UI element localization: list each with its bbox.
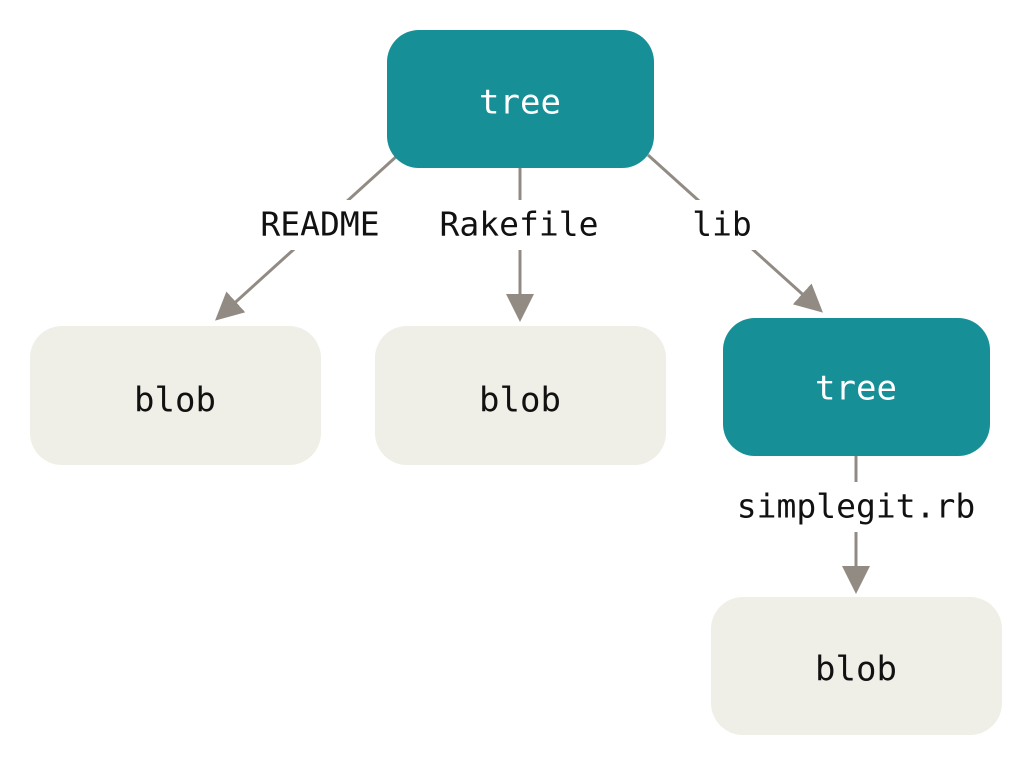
edge-label-lib: lib: [692, 205, 752, 244]
node-lib-tree: tree: [723, 318, 990, 456]
edge-labels: README Rakefile lib simplegit.rb: [260, 205, 975, 526]
edge-label-readme: README: [260, 205, 379, 244]
edge-label-simplegit: simplegit.rb: [737, 487, 975, 526]
edge-label-backgrounds: [252, 200, 992, 532]
node-label-root-tree: tree: [479, 83, 561, 123]
node-readme-blob: blob: [30, 326, 321, 465]
node-root-tree: tree: [387, 30, 654, 168]
node-rakefile-blob: blob: [375, 326, 666, 465]
node-label-rakefile-blob: blob: [479, 381, 561, 421]
node-label-readme-blob: blob: [134, 381, 216, 421]
nodes: tree blob blob tree blob: [30, 30, 1002, 735]
node-label-lib-tree: tree: [815, 369, 897, 409]
edge-label-rakefile: Rakefile: [440, 205, 599, 244]
node-label-simplegit-blob: blob: [815, 650, 897, 690]
node-simplegit-blob: blob: [711, 597, 1002, 735]
